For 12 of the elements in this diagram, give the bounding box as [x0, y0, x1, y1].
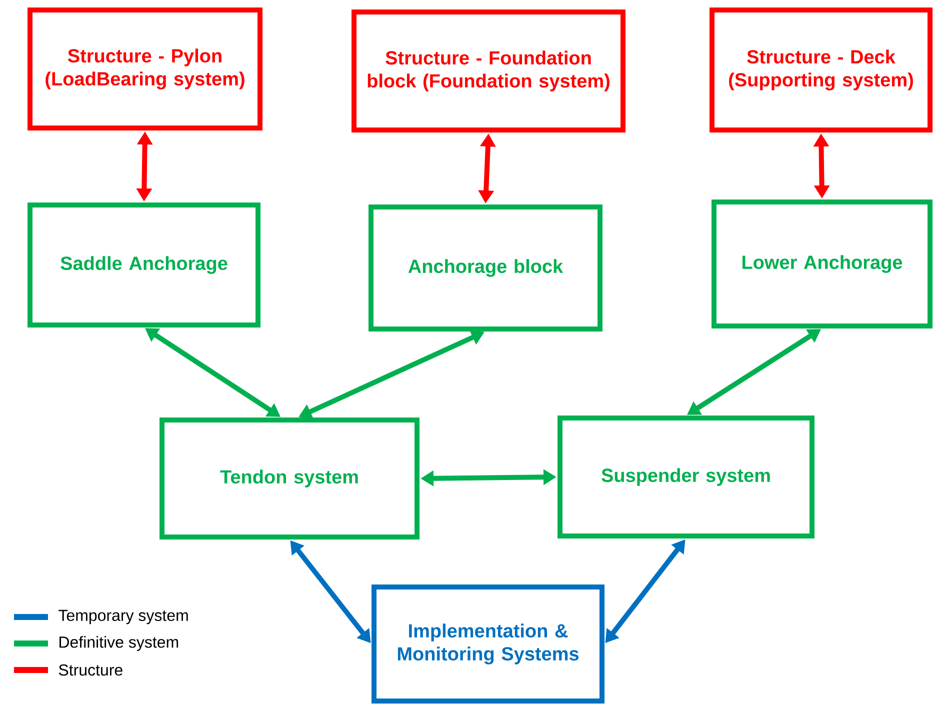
system-box: Structure - Pylon (LoadBearing system): [28, 8, 262, 130]
system-box: Anchorage block: [368, 204, 602, 332]
system-box: Suspender system: [558, 416, 814, 538]
system-box: Implementation & Monitoring Systems: [372, 584, 604, 704]
system-box: Tendon system: [160, 418, 420, 540]
system-box: Structure - Foundation block (Foundation system): [352, 10, 626, 132]
system-box: Saddle Anchorage: [28, 202, 260, 328]
legend-text: Temporary system: [58, 610, 188, 624]
system-box: Structure - Deck (Supporting system): [710, 8, 933, 132]
legend-text: Definitive system: [60, 636, 178, 651]
system-box: Lower Anchorage: [712, 200, 933, 328]
legend-text: Structure: [58, 664, 122, 676]
